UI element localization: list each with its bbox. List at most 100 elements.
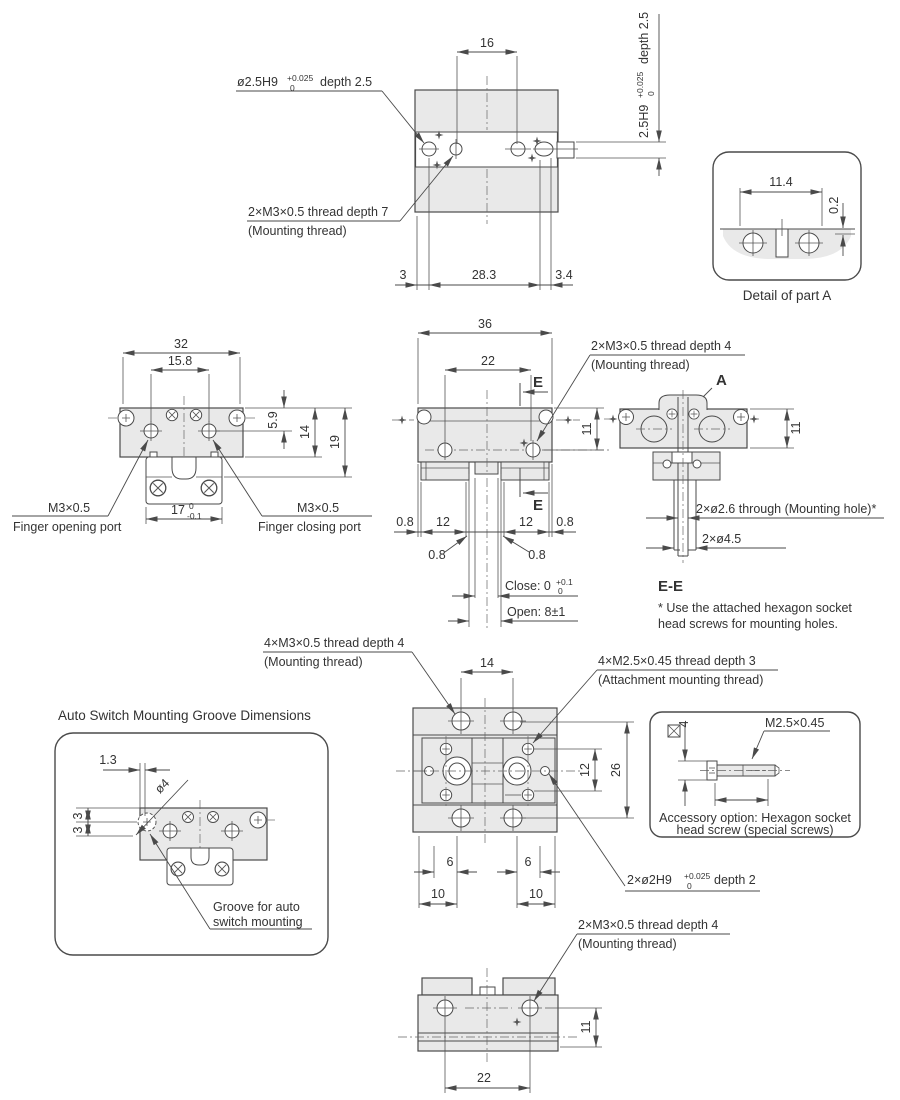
dim-11-center: 11: [580, 422, 594, 435]
dim-08-d: 0.8: [528, 548, 545, 562]
pin-note-suffix: depth 2: [714, 873, 756, 887]
hole-note-suffix: depth 2.5: [320, 75, 372, 89]
center-thread-note-1: 2×M3×0.5 thread depth 4: [591, 339, 731, 353]
accessory-dimensions: [678, 722, 830, 806]
dim-22: 22: [481, 354, 495, 368]
bottom-dimensions: [444, 933, 730, 1093]
center-thread-note-2: (Mounting thread): [591, 358, 690, 372]
dim-12-attach: 12: [578, 763, 592, 777]
top-view: 16 ø2.5H9 +0.025 0 depth 2.5 2×M3×0.5 th…: [236, 12, 666, 290]
open-port-label: M3×0.5: [48, 501, 90, 515]
close-tol-up: +0.1: [556, 577, 573, 587]
thread-note-line2: (Mounting thread): [248, 224, 347, 238]
close-port-caption: Finger closing port: [258, 520, 361, 534]
dim-28-3: 28.3: [472, 268, 496, 282]
switch-finger-block: [166, 847, 234, 886]
dim-22-bottom: 22: [477, 1071, 491, 1085]
center-view-dimensions: [394, 330, 745, 627]
front-view-ports: [140, 421, 220, 441]
ee-footnote-1: * Use the attached hexagon socket: [658, 601, 852, 615]
center-view-mounting-holes: [437, 438, 541, 460]
groove-note-2: switch mounting: [213, 915, 303, 929]
dim-0-2: 0.2: [827, 197, 841, 214]
detail-a-caption: Detail of part A: [743, 288, 832, 303]
dim-11-ee: 11: [789, 421, 803, 434]
dim-14-attach: 14: [480, 656, 494, 670]
detail-a-view: 11.4 0.2 Detail of part A: [712, 151, 862, 303]
center-view-fingers: [420, 461, 550, 481]
dim-3-4: 3.4: [555, 268, 572, 282]
front-view-dimensions: [12, 350, 372, 524]
dim-1-3: 1.3: [99, 753, 116, 767]
bottom-thread-note-2: (Mounting thread): [578, 937, 677, 951]
section-e-top: E: [533, 374, 543, 391]
accessory-screw: [700, 760, 790, 781]
ee-body: [619, 408, 748, 449]
dim-10-a: 10: [431, 887, 445, 901]
front-view-body: [119, 407, 244, 458]
counterbore-note: 2×ø4.5: [702, 532, 741, 546]
svg-text:+0.025: +0.025: [635, 71, 645, 98]
dim-32: 32: [174, 337, 188, 351]
m25-note-1: 4×M2.5×0.45 thread depth 3: [598, 654, 756, 668]
dim-17-tol-dn: -0.1: [187, 511, 202, 521]
dim-15-8: 15.8: [168, 354, 192, 368]
close-label: Close: 0: [505, 579, 551, 593]
dim-3-b: 3: [71, 826, 85, 833]
pin-note-tol-dn: 0: [687, 881, 692, 891]
dim-12-a: 12: [436, 515, 450, 529]
label-a: A: [716, 372, 727, 389]
dim-17: 17: [171, 503, 185, 517]
attach-inner-frame: [421, 737, 556, 804]
hole-note-tol-dn: 0: [290, 83, 295, 93]
auto-switch-panel: Auto Switch Mounting Groove Dimensions 1…: [54, 708, 329, 956]
mounting-hole-note: 2×ø2.6 through (Mounting hole)*: [696, 502, 876, 516]
open-port-caption: Finger opening port: [13, 520, 122, 534]
depth-note: 2.5H9 +0.025 0 depth 2.5: [635, 12, 656, 138]
dim-5-9: 5.9: [266, 411, 280, 428]
dim-17-tol-up: 0: [189, 501, 194, 511]
detail-a-frame: [712, 151, 862, 281]
ee-title: E-E: [658, 578, 683, 595]
section-ee-view: A 11 2×ø2.6 through (Mounting hole)* 2×ø…: [604, 372, 884, 631]
bottom-thread-note-1: 2×M3×0.5 thread depth 4: [578, 918, 718, 932]
pin-note-main: 2×ø2H9: [627, 873, 672, 887]
dim-26-attach: 26: [609, 763, 623, 777]
switch-dimensions: [76, 763, 312, 930]
top-view-side-tab: [556, 141, 575, 159]
bottom-finger-left: [421, 977, 473, 996]
dim-16: 16: [480, 36, 494, 50]
dim-08-b: 0.8: [556, 515, 573, 529]
svg-text:0: 0: [646, 91, 656, 96]
ee-screw-shaft: [673, 390, 697, 563]
dim-19: 19: [328, 435, 342, 449]
dim-11-bottom: 11: [579, 1020, 593, 1033]
bottom-view: 2×M3×0.5 thread depth 4 (Mounting thread…: [398, 918, 730, 1093]
front-view: 32 15.8 5.9 14 19 17 0 -0.1 M3×0.5 Finge…: [12, 337, 372, 534]
dim-14: 14: [298, 425, 312, 439]
dim-11-4: 11.4: [769, 175, 792, 189]
section-e-bottom: E: [533, 497, 543, 514]
open-label: Open: 8±1: [507, 605, 565, 619]
dim-6-a: 6: [447, 855, 454, 869]
accessory-caption-1: Accessory option: Hexagon socket: [659, 811, 851, 825]
attachment-view: 4×M3×0.5 thread depth 4 (Mounting thread…: [263, 636, 778, 908]
dim-3-a: 3: [71, 812, 85, 819]
dim-3: 3: [400, 268, 407, 282]
hole-note-main: ø2.5H9: [237, 75, 278, 89]
close-tol-dn: 0: [558, 586, 563, 596]
width-across-flats-icon: [667, 724, 681, 738]
attach-dimensions: [263, 651, 778, 908]
detail-a-dimensions: [739, 188, 855, 256]
top-view-dimensions: [236, 14, 666, 290]
detail-a-holes: [739, 230, 823, 256]
center-view: 36 22 E E 2×M3×0.5 thread depth 4 (Mount…: [392, 317, 745, 628]
m25-note-2: (Attachment mounting thread): [598, 673, 763, 687]
dim-4-acc: 4: [677, 720, 691, 727]
center-view-section-marks: [519, 383, 548, 497]
svg-text:depth 2.5: depth 2.5: [637, 12, 651, 64]
switch-panel-title: Auto Switch Mounting Groove Dimensions: [58, 708, 311, 723]
accessory-panel: 4 M2.5×0.45 Accessory option: Hexagon so…: [649, 711, 861, 838]
